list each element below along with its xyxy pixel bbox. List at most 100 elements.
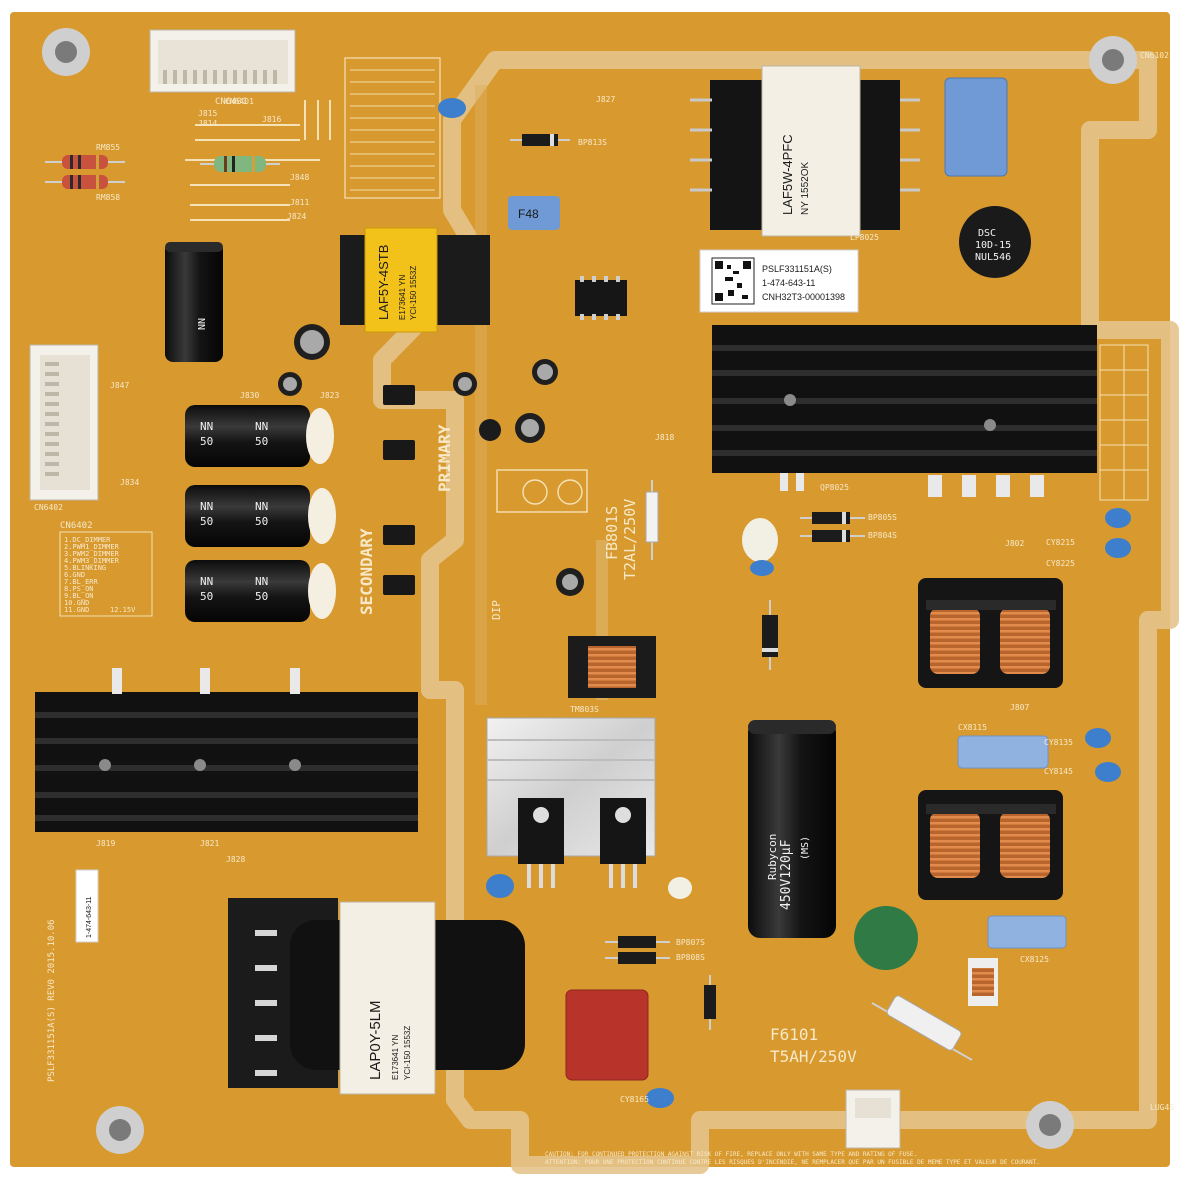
ref-cx8125: CX8125 bbox=[1020, 955, 1049, 964]
svg-text:1-474-643-11: 1-474-643-11 bbox=[762, 278, 815, 288]
ref-j847: J847 bbox=[110, 381, 129, 390]
svg-text:NN: NN bbox=[200, 575, 213, 588]
svg-text:CNH32T3-00001398: CNH32T3-00001398 bbox=[762, 292, 845, 302]
fuse-fb801s-label: FB801S bbox=[603, 506, 621, 560]
ref-cy8165: CY8165 bbox=[620, 1095, 649, 1104]
svg-text:CN6402: CN6402 bbox=[60, 521, 93, 531]
ref-j828: J828 bbox=[226, 855, 245, 864]
ref-j815: J815 bbox=[198, 109, 217, 118]
heatsink-primary bbox=[712, 325, 1097, 497]
transformer-lp8035: LAP0Y-5LM E173641 YN YCI-150 1553Z bbox=[228, 898, 525, 1095]
heatsink-secondary bbox=[35, 668, 418, 832]
diode-bp8085 bbox=[704, 975, 716, 1030]
svg-text:YCI-150 1553Z: YCI-150 1553Z bbox=[409, 266, 418, 320]
pin-map-silkscreen bbox=[344, 57, 441, 199]
ref-j818: J818 bbox=[655, 433, 674, 442]
resistor-rm855 bbox=[45, 155, 125, 169]
mounting-lug-bottom-right bbox=[1026, 1101, 1074, 1149]
ref-bp804s: BP804S bbox=[868, 531, 897, 540]
heatsink-aluminium bbox=[486, 717, 656, 888]
svg-text:(MS): (MS) bbox=[800, 836, 811, 860]
transformer-lp8015: LAF5Y-4STB E173641 YN YCI-150 1553Z bbox=[340, 227, 490, 333]
ref-cn6402: CN6402 bbox=[34, 503, 63, 512]
ref-qp8025: QP8025 bbox=[820, 483, 849, 492]
ceramic-cap-cm802s bbox=[486, 874, 514, 898]
transformer-tm803s bbox=[568, 636, 656, 698]
ref-rm855: RM855 bbox=[96, 143, 120, 152]
attention-text: ATTENTION: POUR UNE PROTECTION CONTINUE … bbox=[545, 1159, 1040, 1166]
ceramic-cap-cm820s bbox=[668, 877, 692, 899]
radial-cap-small-4 bbox=[532, 359, 558, 385]
x-capacitor-cx8125 bbox=[987, 915, 1067, 949]
resistor-rm858 bbox=[45, 175, 125, 189]
ref-j830: J830 bbox=[240, 391, 259, 400]
common-mode-choke-lx8045 bbox=[918, 578, 1063, 688]
svg-text:450V120µF: 450V120µF bbox=[779, 839, 794, 910]
secondary-cap-3: NN 50 NN 50 bbox=[185, 560, 336, 622]
svg-text:LAP0Y-5LM: LAP0Y-5LM bbox=[367, 1001, 384, 1081]
svg-text:YCI-150 1553Z: YCI-150 1553Z bbox=[403, 1026, 412, 1080]
cn6402-pin-12: 12.15V bbox=[110, 606, 136, 614]
fuse-fb801s bbox=[645, 480, 659, 560]
ceramic-cap-cy8135 bbox=[1085, 728, 1111, 748]
vertical-sticker: 1-474-643-11 bbox=[75, 869, 99, 943]
ref-j827: J827 bbox=[596, 95, 615, 104]
transistor-small bbox=[479, 419, 501, 441]
mounting-lug-top-left bbox=[42, 28, 90, 76]
diode-bp804s bbox=[800, 530, 865, 542]
svg-text:1-474-643-11: 1-474-643-11 bbox=[86, 896, 93, 938]
diode-bp807s bbox=[605, 936, 670, 948]
part-sticker: PSLF331151A(S) 1-474-643-11 CNH32T3-0000… bbox=[699, 249, 859, 313]
ref-bp807s: BP807S bbox=[676, 938, 705, 947]
ref-cy8215: CY8215 bbox=[1046, 538, 1075, 547]
svg-text:50: 50 bbox=[200, 515, 213, 528]
radial-cap-small-6 bbox=[556, 568, 584, 596]
radial-cap-small-3 bbox=[453, 372, 477, 396]
svg-text:50: 50 bbox=[255, 515, 268, 528]
connector-cn6402 bbox=[29, 344, 99, 501]
marking-table bbox=[1099, 344, 1149, 501]
mounting-lug-top-right bbox=[1089, 36, 1137, 84]
diode-bp805s bbox=[800, 512, 865, 524]
reference-designators: J815 J814 J816 J848 J811 J824 J830 J823 … bbox=[34, 51, 1174, 1112]
secondary-label: SECONDARY bbox=[357, 528, 376, 615]
caution-text: CAUTION: FOR CONTINUED PROTECTION AGAINS… bbox=[545, 1151, 917, 1158]
svg-text:PSLF331151A(S): PSLF331151A(S) bbox=[762, 264, 832, 274]
svg-text:50: 50 bbox=[200, 590, 213, 603]
box-cap-cp8025 bbox=[944, 77, 1008, 177]
ref-tm803s: TM803S bbox=[570, 705, 599, 714]
cn6402-pin-1: 1.DC_DIMMER bbox=[64, 536, 111, 544]
svg-text:DSC: DSC bbox=[978, 228, 996, 239]
bulk-capacitor: 450V120µF (MS) Rubycon bbox=[748, 720, 836, 938]
connector-cn6102 bbox=[845, 1089, 901, 1149]
cn6402-pin-2: 2.PWM1_DIMMER bbox=[64, 543, 120, 551]
ref-lug2s: CN6102 bbox=[1140, 51, 1169, 60]
svg-text:F48: F48 bbox=[518, 207, 539, 221]
varistor-green bbox=[854, 906, 918, 970]
cn6402-pin-10: 10.GND bbox=[64, 599, 89, 607]
svg-text:NN: NN bbox=[255, 420, 268, 433]
cn6402-pin-8: 8.PS_ON bbox=[64, 585, 94, 593]
cn6402-pin-3: 3.PWM2_DIMMER bbox=[64, 550, 120, 558]
svg-text:E173641 YN: E173641 YN bbox=[398, 275, 407, 320]
fuse-f6101-label: F6101 bbox=[770, 1025, 818, 1044]
ref-bp813s: BP813S bbox=[578, 138, 607, 147]
ceramic-cap-white bbox=[742, 518, 778, 576]
svg-text:50: 50 bbox=[255, 435, 268, 448]
cn6402-pin-4: 4.PWM3_DIMMER bbox=[64, 557, 120, 565]
fuse-fb801s-rating: T2AL/250V bbox=[621, 499, 639, 580]
ref-j816: J816 bbox=[262, 115, 281, 124]
ref-j802: J802 bbox=[1005, 539, 1024, 548]
svg-text:E173641 YN: E173641 YN bbox=[391, 1035, 400, 1080]
dip-outline bbox=[496, 469, 588, 513]
inductor-lx8065 bbox=[968, 958, 998, 1006]
isolation-channel bbox=[373, 51, 1179, 1174]
pcb-board bbox=[10, 12, 1170, 1167]
svg-text:Rubycon: Rubycon bbox=[766, 834, 779, 880]
ref-cn6401: CN6401 bbox=[225, 97, 254, 106]
jumper-links bbox=[185, 100, 331, 221]
ref-j848: J848 bbox=[290, 173, 309, 182]
svg-text:NUL546: NUL546 bbox=[975, 252, 1011, 263]
board-revision-code: PSLF331151A(S) REV0 2015.10.06 bbox=[47, 919, 57, 1082]
